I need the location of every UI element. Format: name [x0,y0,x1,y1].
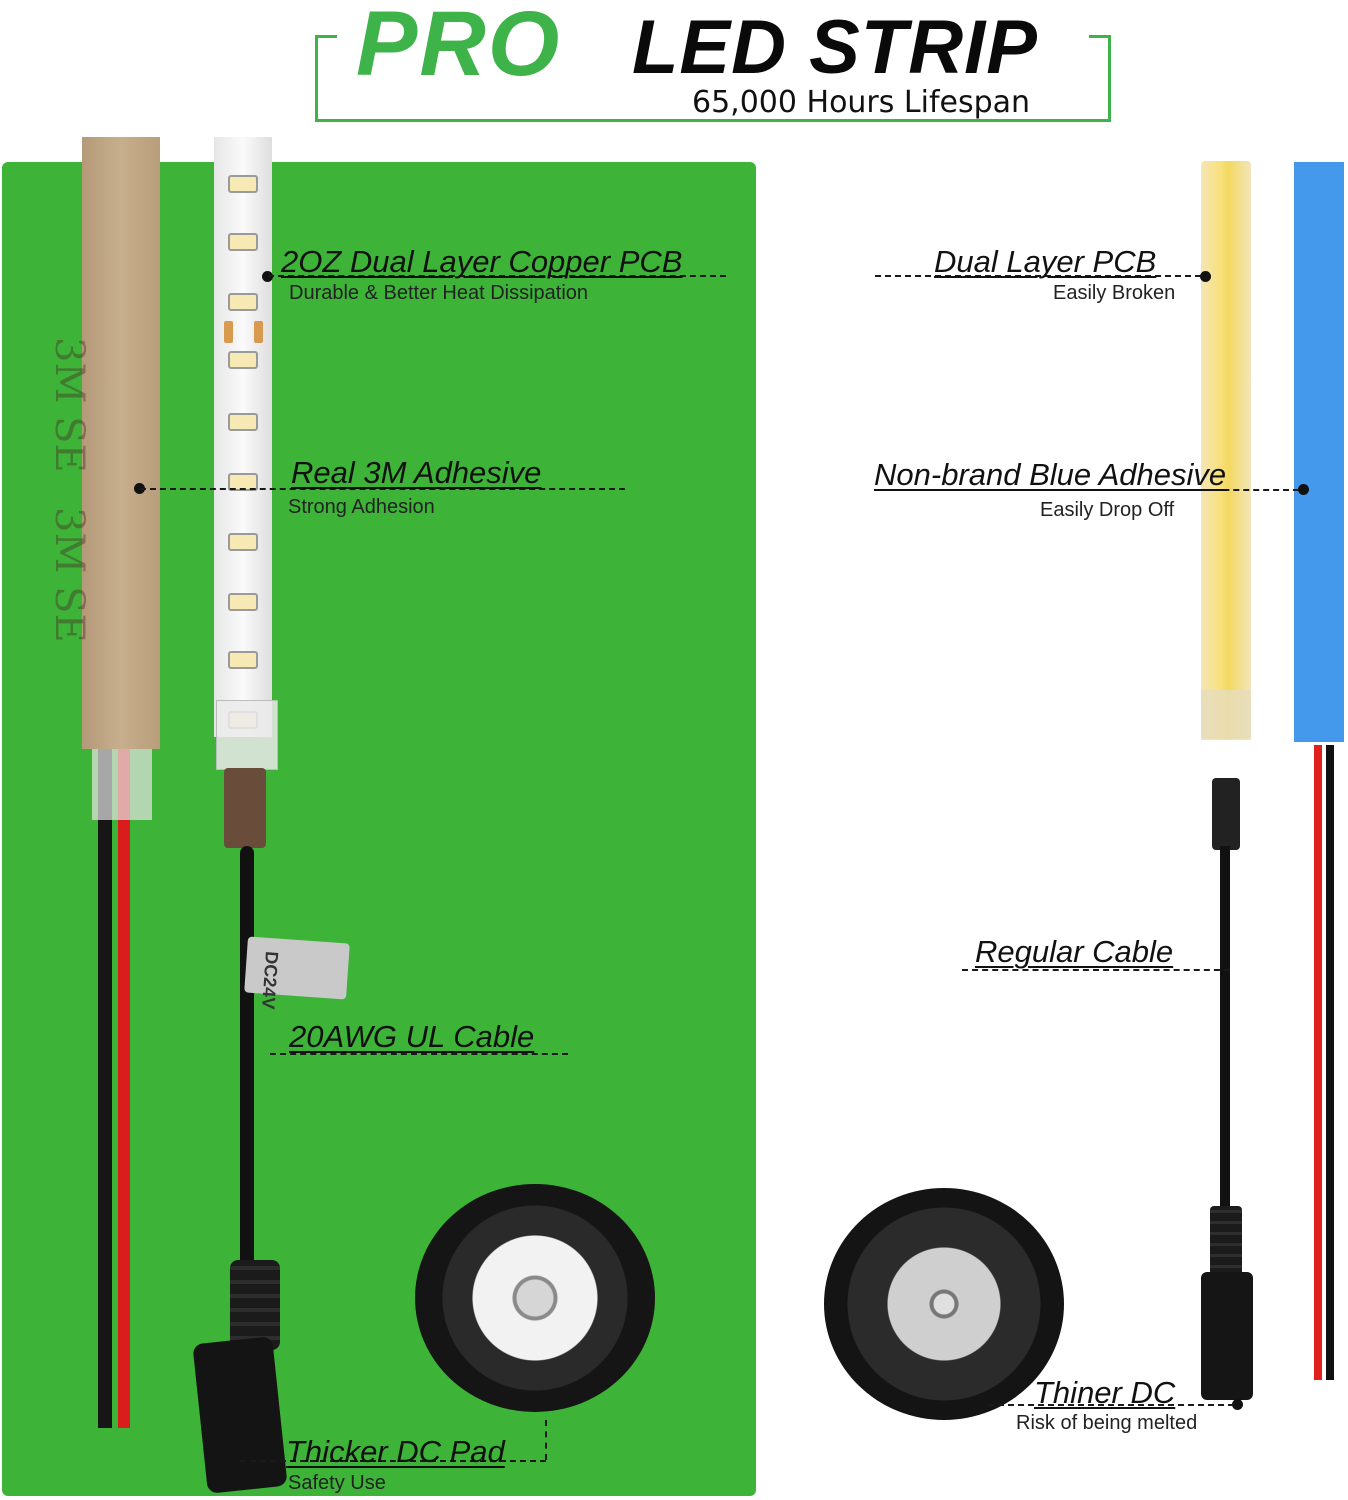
callout-leader [140,488,625,490]
pro-strip-end-cap [216,700,278,770]
callout-adhesive-subtitle: Strong Adhesion [288,496,435,518]
led-chip [228,593,258,611]
standard-red-wire [1314,745,1322,1380]
callout-std-dc-subtitle: Risk of being melted [1016,1412,1198,1434]
pro-cable-tag-text: DC24V [258,950,282,1010]
callout-dot [134,483,145,494]
solder-pad [224,321,233,343]
callout-leader [268,275,726,277]
led-chip [228,233,258,251]
tape-mark: 3M SE [46,337,92,473]
pro-wire-sheath [92,740,152,820]
callout-dc-subtitle: Safety Use [288,1472,386,1494]
callout-cable-title: 20AWG UL Cable [289,1019,535,1054]
callout-std-adhesive-title: Non-brand Blue Adhesive [874,457,1227,492]
callout-pcb-title: 2OZ Dual Layer Copper PCB [281,244,683,279]
blue-adhesive-image [1294,162,1344,742]
callout-leader [545,1420,547,1460]
3m-adhesive-tape-image: 3M SE 3M SE [46,137,160,749]
standard-led-strip-image [1201,161,1251,739]
pro-cable [240,846,254,1286]
callout-dot [1232,1399,1243,1410]
tape-mark: 3M SE [46,507,92,643]
callout-pcb-subtitle: Durable & Better Heat Dissipation [289,282,589,304]
callout-std-adhesive-subtitle: Easily Drop Off [1040,499,1175,521]
standard-cable [1220,846,1230,1216]
standard-black-wire [1326,745,1334,1380]
callout-dc-title: Thicker DC Pad [286,1434,505,1469]
header-frame [315,35,1111,122]
led-chip [228,473,258,491]
pro-led-strip-image [214,137,272,737]
callout-dot [1200,271,1211,282]
page-subtitle: 65,000 Hours Lifespan [692,85,1031,120]
callout-dot [262,271,273,282]
callout-dot [1298,484,1309,495]
led-chip [228,413,258,431]
callout-std-cable-title: Regular Cable [975,934,1174,969]
callout-leader [875,489,1299,491]
callout-leader [988,1404,1234,1406]
led-chip [228,175,258,193]
solder-pad [254,321,263,343]
callout-leader [962,969,1230,971]
standard-strip-connector [1212,778,1240,850]
standard-dc-connector [1201,1272,1253,1400]
page-title: LED STRIP [632,5,1038,90]
callout-std-pcb-subtitle: Easily Broken [1053,282,1176,304]
callout-adhesive-title: Real 3M Adhesive [291,455,542,490]
pro-black-wire [98,748,112,1428]
standard-dc-strain-relief [1210,1206,1242,1276]
led-chip [228,293,258,311]
standard-dc-closeup [824,1188,1064,1420]
callout-std-pcb-title: Dual Layer PCB [934,244,1157,279]
callout-leader [875,275,1201,277]
pro-dc-connector [192,1336,288,1494]
led-chip [228,351,258,369]
callout-leader [270,1053,568,1055]
standard-strip-end-cap [1201,690,1251,740]
brand-tag: PRO [356,0,562,95]
pro-red-wire [118,748,130,1428]
pro-dc-strain-relief [230,1260,280,1350]
pro-dc-pad-closeup [415,1184,655,1412]
callout-std-dc-title: Thiner DC [1034,1375,1176,1410]
pro-strip-connector [224,768,266,848]
callout-leader [240,1460,546,1462]
led-chip [228,533,258,551]
led-chip [228,651,258,669]
